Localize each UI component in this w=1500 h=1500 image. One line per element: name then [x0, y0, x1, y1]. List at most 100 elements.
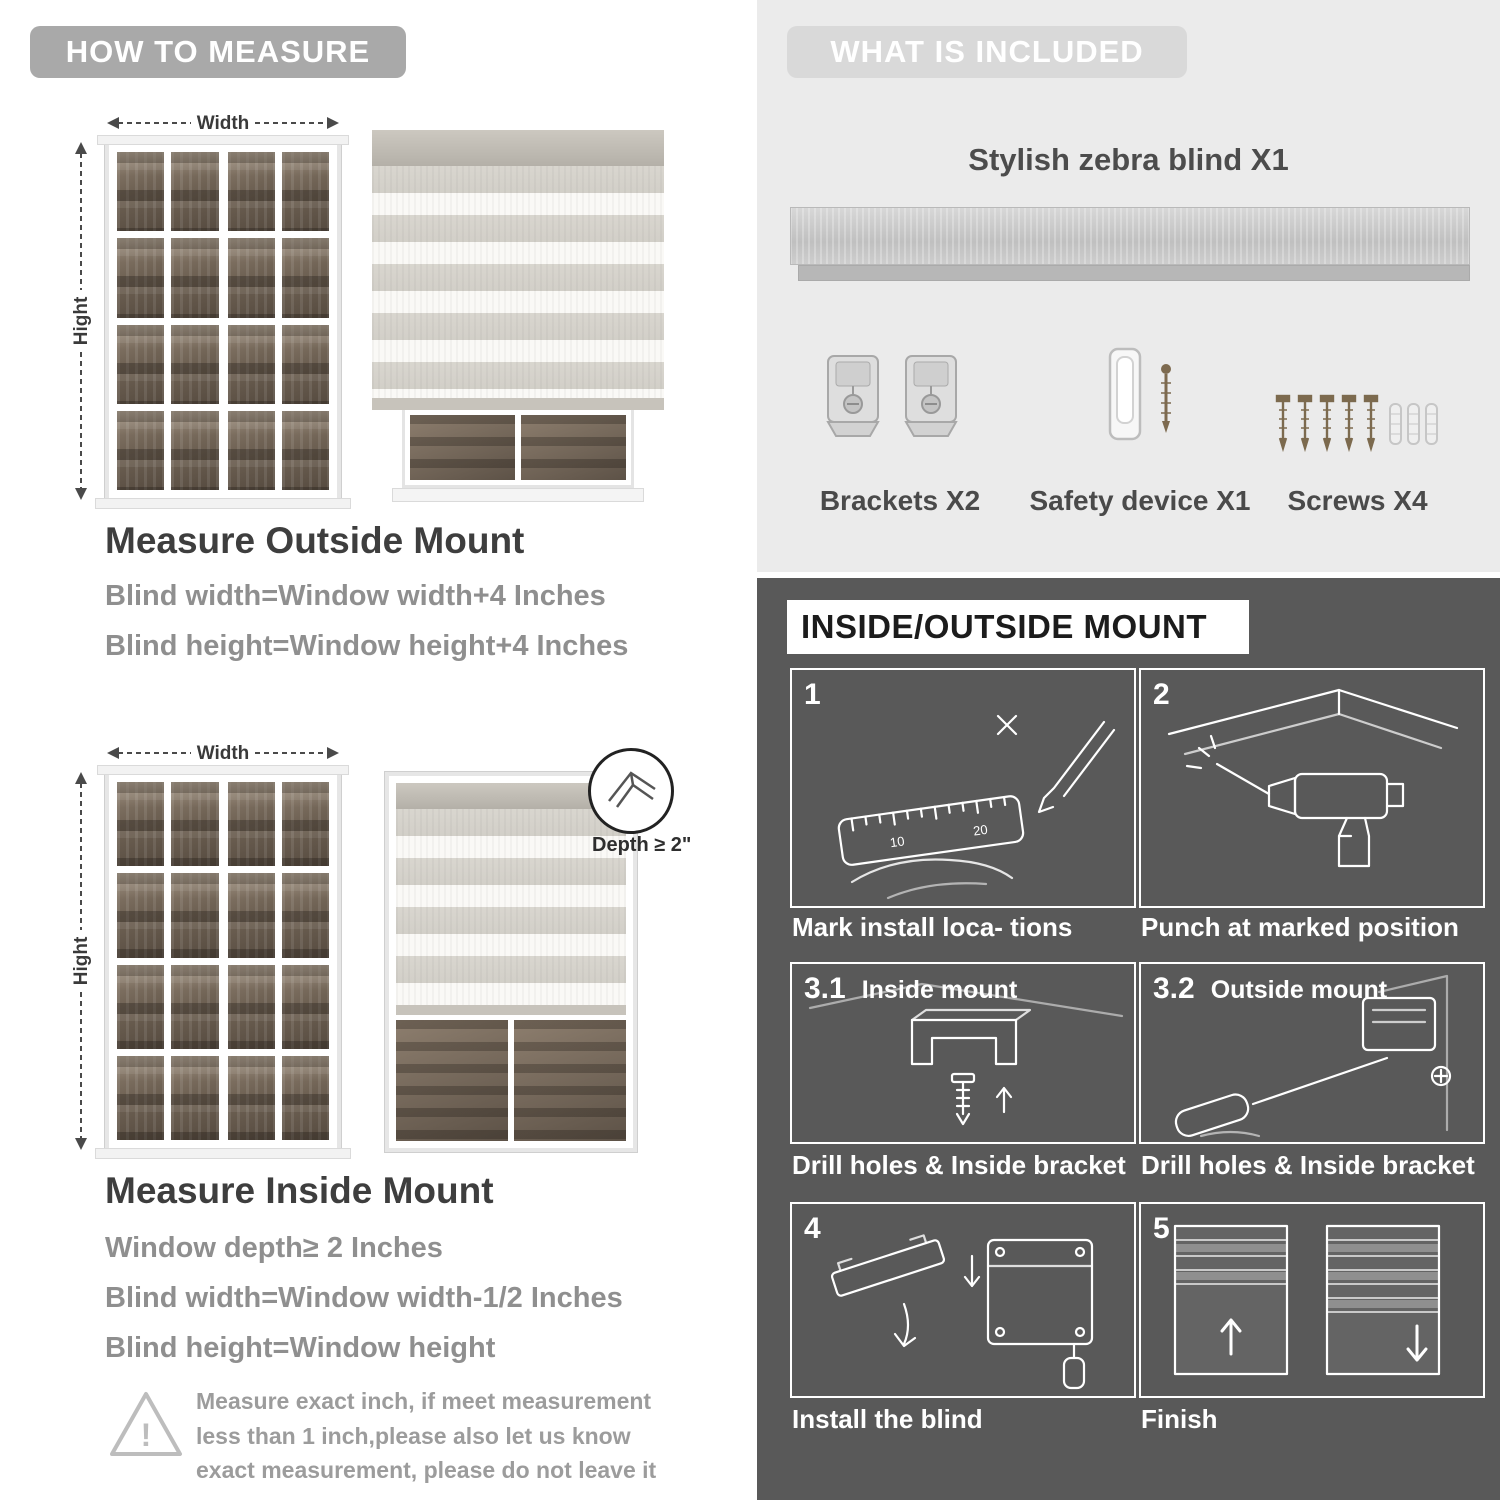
how-to-measure-header: HOW TO MEASURE [30, 26, 406, 78]
window-pane [410, 415, 515, 480]
screws-icon [1275, 394, 1438, 453]
step-caption-3-1: Drill holes & Inside bracket [792, 1150, 1126, 1180]
step-number: 1 [804, 678, 821, 711]
what-is-included-header: WHAT IS INCLUDED [787, 26, 1187, 78]
window-pane [281, 152, 329, 232]
window-pane [171, 410, 219, 490]
blind-bottomrail [396, 1005, 626, 1015]
window-pane [117, 782, 165, 867]
window-pane [281, 238, 329, 318]
blind-stripes [372, 166, 664, 398]
outside-bracket-illustration [1174, 974, 1452, 1138]
step-title: Inside mount [861, 976, 1018, 1004]
svg-text:!: ! [141, 1417, 152, 1453]
window-pane [117, 964, 165, 1049]
window-corner-detail-icon [608, 771, 656, 808]
width-label: Width [197, 743, 250, 764]
window-pane [171, 873, 219, 958]
window-pane [117, 238, 165, 318]
brackets-label: Brackets X2 [819, 485, 981, 516]
window-below-blind [396, 1015, 626, 1141]
step-box-1: 1 10 20 [790, 668, 1136, 908]
screws-label: Screws X4 [1287, 485, 1428, 516]
step-caption-4: Install the blind [792, 1404, 983, 1434]
window-pane [281, 324, 329, 404]
window-sill [392, 488, 644, 502]
height-label: Hight [71, 936, 92, 985]
how-to-measure-label: HOW TO MEASURE [65, 34, 371, 69]
window-pane [227, 873, 275, 958]
window-pane [281, 410, 329, 490]
svg-text:20: 20 [972, 822, 988, 839]
window-pane [117, 324, 165, 404]
window-illustration-inside [95, 765, 351, 1159]
inside-bracket-illustration [808, 982, 1124, 1126]
what-is-included-label: WHAT IS INCLUDED [830, 34, 1144, 69]
window-pane [171, 152, 219, 232]
window-pane [514, 1020, 626, 1141]
window-pane [396, 1020, 508, 1141]
step-number: 4 [804, 1212, 821, 1245]
inside-outside-mount-header: INSIDE/OUTSIDE MOUNT [787, 600, 1249, 654]
mount-header-label: INSIDE/OUTSIDE MOUNT [801, 608, 1208, 645]
window-pane [117, 410, 165, 490]
step-caption-2: Punch at marked position [1141, 912, 1459, 942]
window-pane [281, 873, 329, 958]
safety-device-label: Safety device X1 [1029, 485, 1251, 516]
zebra-blind-headrail-lip [798, 265, 1470, 281]
step-number: 3.2 [1153, 972, 1195, 1005]
window-pane [117, 873, 165, 958]
depth-callout-circle [588, 748, 674, 834]
step-caption-1: Mark install loca- tions [792, 912, 1073, 942]
window-pane [171, 782, 219, 867]
window-pane [281, 964, 329, 1049]
window-pane [281, 782, 329, 867]
outside-width-rule: Blind width=Window width+4 Inches [105, 580, 606, 612]
inside-depth-rule: Window depth≥ 2 Inches [105, 1232, 443, 1264]
step-caption-5: Finish [1141, 1404, 1218, 1434]
window-pane [171, 238, 219, 318]
window-pane [171, 964, 219, 1049]
step-caption-3-2: Drill holes & Inside bracket [1141, 1150, 1475, 1180]
inside-width-rule: Blind width=Window width-1/2 Inches [105, 1282, 623, 1314]
bracket-icon [826, 355, 880, 437]
drill-illustration [1167, 688, 1459, 868]
window-pane [227, 782, 275, 867]
width-label: Width [197, 113, 250, 134]
window-pane [117, 1055, 165, 1140]
window-pane [227, 238, 275, 318]
window-pane [281, 1055, 329, 1140]
outside-mount-heading: Measure Outside Mount [105, 520, 525, 561]
window-pane [227, 152, 275, 232]
zebra-blind-illustration-inside [385, 772, 637, 1152]
install-blind-illustration [830, 1234, 1094, 1390]
zebra-blind-headrail-image [790, 207, 1470, 265]
height-measure-arrow-outside: Hight [71, 142, 92, 500]
outside-height-rule: Blind height=Window height+4 Inches [105, 630, 629, 662]
inside-height-rule: Blind height=Window height [105, 1332, 496, 1364]
window-sash [227, 782, 329, 1140]
mount-panel [757, 578, 1500, 1500]
window-pane [227, 324, 275, 404]
height-label: Hight [71, 296, 92, 345]
blind-bottomrail [372, 398, 664, 410]
zebra-blind-item-label: Stylish zebra blind X1 [968, 142, 1289, 177]
bracket-icon [904, 355, 958, 437]
step-box-5: 5 [1139, 1202, 1485, 1398]
step-number: 2 [1153, 678, 1170, 711]
step-number: 5 [1153, 1212, 1170, 1245]
window-pane [521, 415, 626, 480]
warning-triangle-icon: ! [110, 1392, 182, 1456]
window-illustration-outside [95, 135, 351, 509]
width-measure-arrow-inside: Width [107, 743, 339, 764]
inside-mount-heading: Measure Inside Mount [105, 1170, 494, 1211]
included-panel [757, 0, 1500, 572]
window-pane [171, 1055, 219, 1140]
window-sash [227, 152, 329, 490]
blind-stripes [396, 809, 626, 1005]
window-pane [117, 152, 165, 232]
window-below-blind [402, 410, 634, 488]
